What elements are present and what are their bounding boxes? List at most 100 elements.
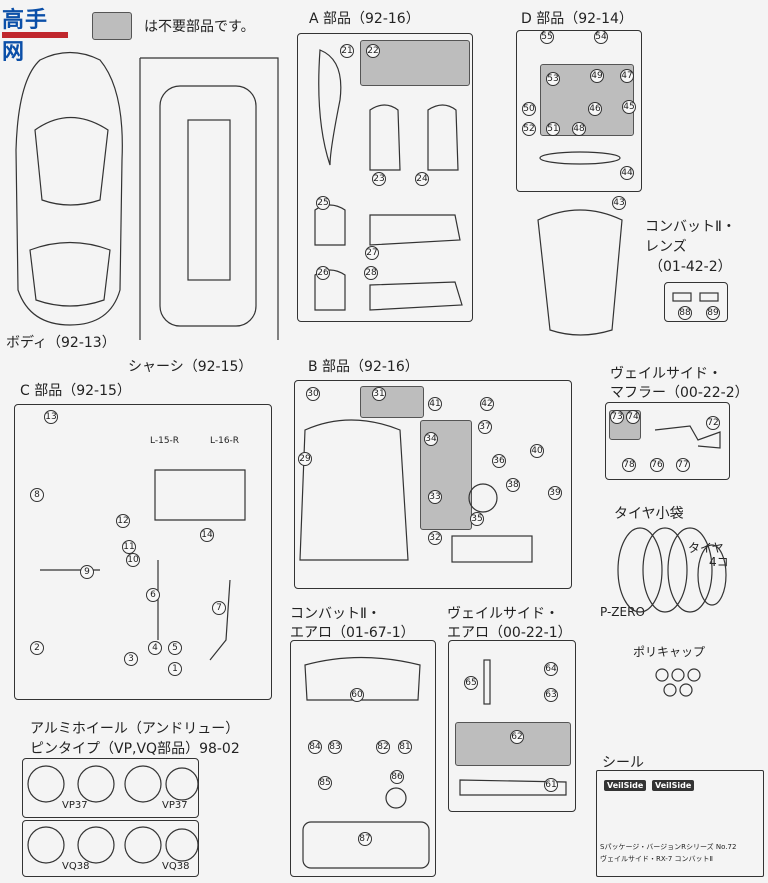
part-number-c-6: 6 [146,588,160,602]
decal-veilside-2: VeilSide [652,780,695,791]
wheel-vp-2 [77,765,115,803]
part-29-interior-tub [299,419,409,561]
part-number-b-29: 29 [298,452,312,466]
part-25-seat-back [314,204,346,246]
part-number-d-49: 49 [590,69,604,83]
part-number-a-25: 25 [316,196,330,210]
part-number-b-35: 35 [470,512,484,526]
shaded-part-31 [360,386,424,418]
chassis-tunnel [187,119,231,281]
part-number-muffler-78: 78 [622,458,636,472]
label-d-parts: D 部品（92-14） [521,11,633,27]
part-number-aero1-83: 83 [328,740,342,754]
part-number-b-32: 32 [428,531,442,545]
part-number-aero1-85: 85 [318,776,332,790]
part-number-c-14: 14 [200,528,214,542]
part-number-b-42: 42 [480,397,494,411]
part-number-aero1-82: 82 [376,740,390,754]
label-vq38-left: VQ38 [62,861,90,872]
part-21-spoiler-side [318,49,342,166]
part-number-aero1-86: 86 [390,770,404,784]
part-number-b-33: 33 [428,490,442,504]
part-35-steering [468,483,498,513]
part-14-subframe [154,469,246,521]
runner-b [294,380,572,589]
part-number-b-37: 37 [478,420,492,434]
label-pzero: P-ZERO [600,605,645,619]
label-muffler-1: ヴェイルサイド・ [610,366,722,382]
runner-muffler [605,402,730,480]
part-number-c-8: 8 [30,488,44,502]
part-number-d-50: 50 [522,102,536,116]
tire-1 [617,527,663,613]
chassis-sprue [139,57,279,340]
part-number-c-2: 2 [30,641,44,655]
polycap-1 [655,668,669,682]
polycap-4 [663,683,677,697]
part-32-dashboard [451,535,533,563]
label-tire-bag: タイヤ小袋 [614,506,684,522]
legend-text: は不要部品です。 [144,19,255,35]
polycap-2 [671,668,685,682]
part-87 [302,821,430,869]
part-number-a-27: 27 [365,246,379,260]
wheel-vp-3 [124,765,162,803]
part-number-d-43: 43 [612,196,626,210]
logo-text: 高手网 [2,8,49,65]
tire-2 [642,527,688,613]
part-number-c-11: 11 [122,540,136,554]
label-lens-3: （01-42-2） [649,259,732,275]
part-number-b-31: 31 [372,387,386,401]
label-polycap: ポリキャップ [633,645,706,659]
runner-wheel-vq [22,820,199,877]
label-lens-1: コンバットⅡ・ [645,219,736,235]
body-windshield [34,116,109,206]
label-aero1-1: コンバットⅡ・ [290,606,381,622]
part-27-door [369,214,461,246]
decal-caption-2: ヴェイルサイド・RX-7 コンバットⅡ [600,855,713,863]
part-number-c-12: 12 [116,514,130,528]
body-outline [15,51,123,326]
label-wheel-2: ピンタイプ（VP,VQ部品）98-02 [30,741,240,757]
part-number-d-47: 47 [620,69,634,83]
part-86 [385,787,407,809]
part-number-a-24: 24 [415,172,429,186]
part-number-d-46: 46 [588,102,602,116]
part-number-muffler-77: 77 [676,458,690,472]
runner-lens [664,282,728,322]
part-number-aero2-63: 63 [544,688,558,702]
label-a-parts: A 部品（92-16） [309,11,420,27]
part-number-d-48: 48 [572,122,586,136]
label-lens-2: レンズ [645,239,687,255]
part-number-a-26: 26 [316,266,330,280]
part-number-aero2-65: 65 [464,676,478,690]
wheel-vp-4 [165,767,199,801]
runner-wheel-vp [22,758,199,818]
runner-a [297,33,473,322]
part-43-hood [537,209,623,336]
part-number-d-52: 52 [522,122,536,136]
part-number-muffler-76: 76 [650,458,664,472]
decal-sheet [596,770,764,877]
part-number-b-39: 39 [548,486,562,500]
label-vp37-left: VP37 [62,800,88,811]
part-number-b-38: 38 [506,478,520,492]
part-number-b-30: 30 [306,387,320,401]
label-body: ボディ（92-13） [6,335,116,351]
part-28-door [369,281,463,311]
part-number-lens-89: 89 [706,306,720,320]
part-72-muffler [654,425,721,449]
part-number-c-7: 7 [212,601,226,615]
tire-3 [667,527,713,613]
chassis-outline [159,85,257,327]
wheel-vq-4 [165,828,199,862]
part-88 [672,292,692,302]
part-number-aero1-87: 87 [358,832,372,846]
label-seal: シール [602,755,644,771]
label-aero1-2: エアロ（01-67-1） [290,625,415,641]
label-vq38-right: VQ38 [162,861,190,872]
label-aero2-2: エアロ（00-22-1） [447,625,572,641]
part-number-d-44: 44 [620,166,634,180]
decal-veilside-1: VeilSide [604,780,647,791]
part-number-a-22: 22 [366,44,380,58]
